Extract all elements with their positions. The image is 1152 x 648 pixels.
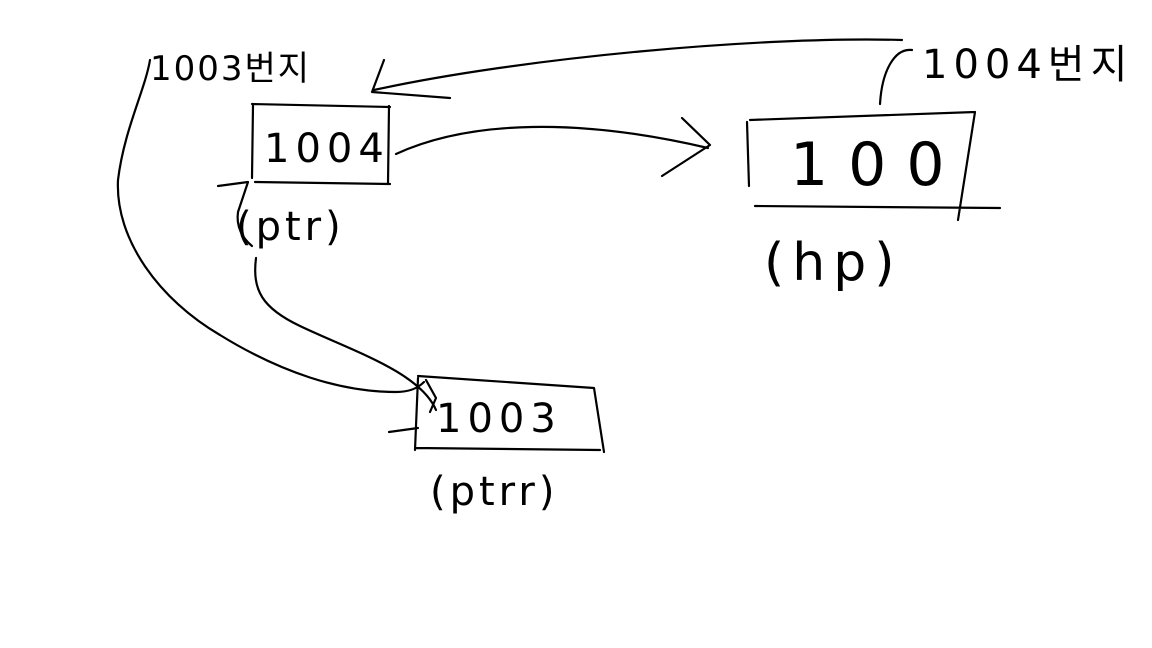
edge-hp-address-arrowhead bbox=[370, 58, 452, 100]
edge-ptr-to-hp-line bbox=[394, 125, 710, 156]
hp-name: (hp) bbox=[764, 233, 903, 293]
hp-address-connector bbox=[878, 48, 914, 106]
edge-ptr-to-hp bbox=[394, 116, 712, 178]
edge-ptrr-to-ptr bbox=[216, 180, 438, 412]
hp-box bbox=[745, 110, 1002, 222]
ptr-address-label: 1003번지 bbox=[150, 49, 311, 89]
ptr-value: 1004 bbox=[264, 126, 390, 172]
edge-ptr-address-tail bbox=[424, 378, 438, 414]
node-ptrr: 1003 (ptrr) bbox=[387, 374, 606, 515]
ptrr-name: (ptrr) bbox=[430, 469, 558, 515]
edge-ptr-address-to-ptrr bbox=[116, 58, 438, 414]
edge-hp-address-to-ptr bbox=[370, 38, 914, 106]
node-hp: 100 (hp) 1004번지 bbox=[745, 42, 1133, 293]
edge-ptrr-to-ptr-line bbox=[254, 256, 438, 412]
ptrr-value: 1003 bbox=[436, 396, 562, 442]
hp-address-label: 1004번지 bbox=[922, 42, 1133, 88]
ptr-box bbox=[250, 102, 392, 186]
hp-value: 100 bbox=[790, 130, 965, 200]
node-ptr: 1004 (ptr) 1003번지 bbox=[150, 49, 392, 250]
edge-hp-address-line bbox=[372, 38, 904, 92]
ptr-name: (ptr) bbox=[236, 204, 345, 250]
edge-ptr-address-line bbox=[116, 58, 426, 394]
ptrr-box bbox=[387, 374, 606, 454]
edge-ptrr-to-ptr-arrowhead bbox=[216, 180, 254, 248]
edge-ptr-to-hp-arrowhead bbox=[660, 116, 712, 178]
